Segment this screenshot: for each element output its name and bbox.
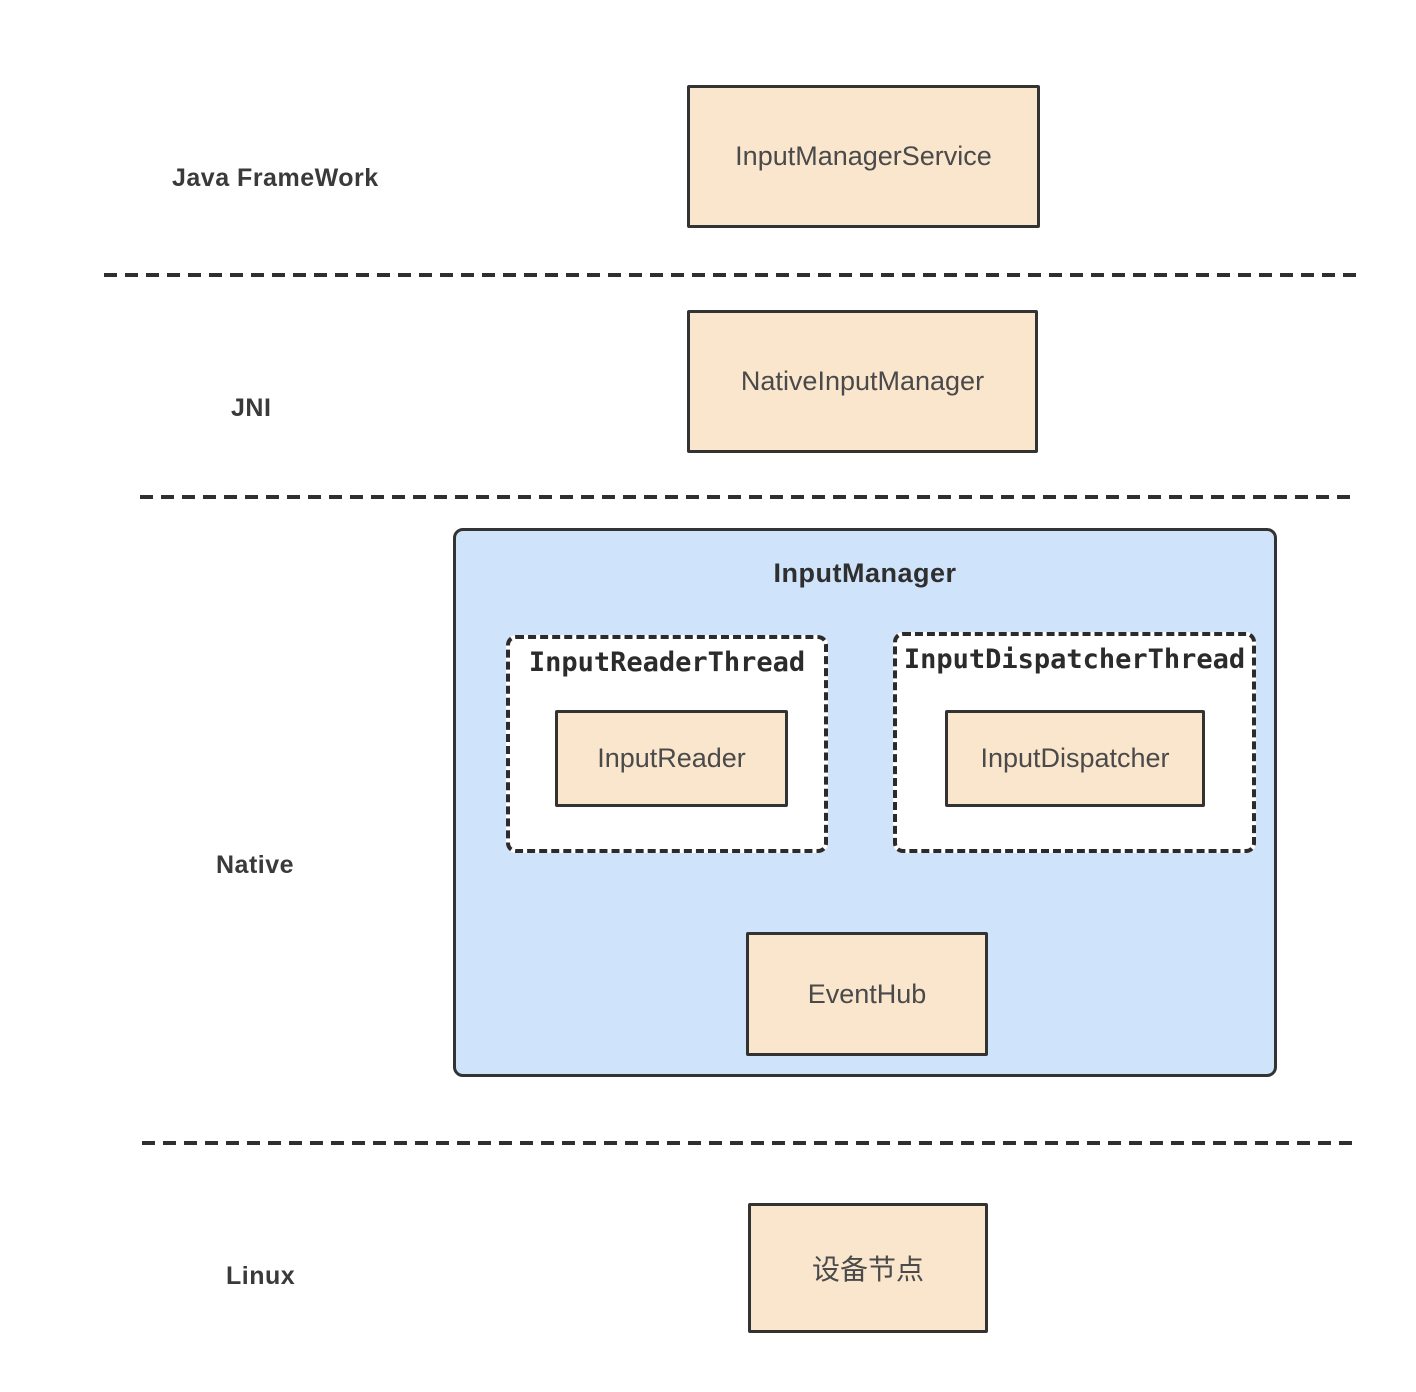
thread-box-input-reader-thread: InputReaderThread InputReader xyxy=(506,635,828,853)
node-device-node: 设备节点 xyxy=(748,1203,988,1333)
thread-box-input-dispatcher-thread-title: InputDispatcherThread xyxy=(903,644,1246,675)
layer-label-linux: Linux xyxy=(226,1262,296,1290)
node-event-hub-label: EventHub xyxy=(807,978,927,1009)
divider-jni-native xyxy=(140,495,1358,499)
node-input-dispatcher: InputDispatcher xyxy=(945,710,1205,807)
layer-label-jni: JNI xyxy=(231,394,272,422)
thread-box-input-reader-thread-title: InputReaderThread xyxy=(528,647,806,678)
divider-native-linux xyxy=(142,1141,1358,1145)
node-input-reader-label: InputReader xyxy=(597,743,746,773)
container-input-manager-title: InputManager xyxy=(773,558,957,588)
node-device-node-label: 设备节点 xyxy=(811,1254,924,1285)
node-native-input-manager-label: NativeInputManager xyxy=(740,366,985,396)
node-input-reader: InputReader xyxy=(555,710,788,807)
divider-java-jni xyxy=(104,273,1358,277)
node-input-manager-service: InputManagerService xyxy=(687,85,1040,228)
thread-box-input-dispatcher-thread: InputDispatcherThread InputDispatcher xyxy=(893,632,1256,853)
container-input-manager: InputManager InputReaderThread InputRead… xyxy=(453,528,1277,1077)
node-input-manager-service-label: InputManagerService xyxy=(735,141,992,171)
node-native-input-manager: NativeInputManager xyxy=(687,310,1038,453)
layer-label-java-framework: Java FrameWork xyxy=(172,164,379,192)
layer-label-native: Native xyxy=(216,851,295,879)
node-input-dispatcher-label: InputDispatcher xyxy=(980,743,1170,773)
node-event-hub: EventHub xyxy=(746,932,988,1056)
